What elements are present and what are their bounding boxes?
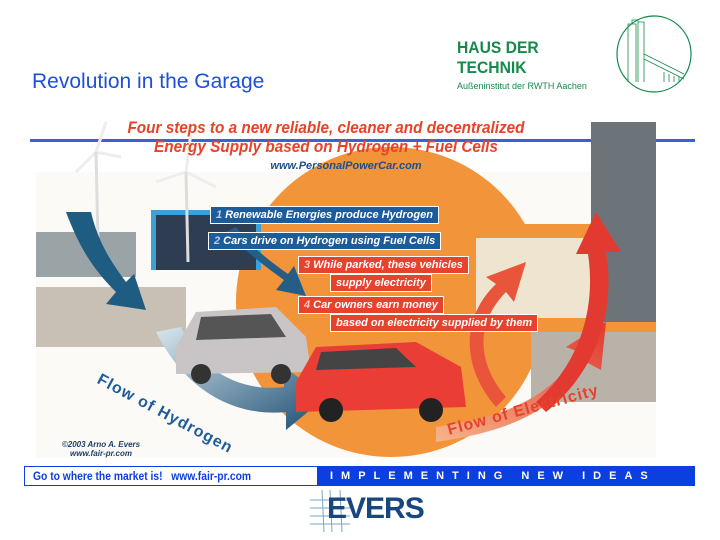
- slide-title: Revolution in the Garage: [32, 70, 265, 93]
- step-number: 1: [216, 209, 223, 221]
- step-number: 3: [304, 259, 311, 271]
- energy-supply-graphic: Four steps to a new reliable, cleaner an…: [36, 112, 656, 458]
- haus-der-technik-emblem-icon: [616, 15, 692, 93]
- evers-logo: EVERS: [305, 490, 425, 532]
- headline-line-1: Four steps to a new reliable, cleaner an…: [127, 118, 525, 137]
- copyright: ©2003 Arno A. Evers www.fair-pr.com: [36, 440, 166, 458]
- copyright-url: www.fair-pr.com: [70, 449, 132, 458]
- silver-car-icon: [176, 307, 311, 384]
- footer-slogan-text[interactable]: Go to where the market is! www.fair-pr.c…: [33, 469, 252, 483]
- red-car-icon: [296, 342, 466, 422]
- website-url: www.PersonalPowerCar.com: [270, 160, 422, 172]
- title-divider: [30, 139, 695, 142]
- footer-slogan[interactable]: Go to where the market is! www.fair-pr.c…: [25, 467, 317, 485]
- step-4-line-2: based on electricity supplied by them: [330, 314, 539, 332]
- step-text: Cars drive on Hydrogen using Fuel Cells: [223, 235, 436, 247]
- step-number: 2: [214, 235, 221, 247]
- step-text: Renewable Energies produce Hydrogen: [225, 209, 433, 221]
- copyright-text: ©2003 Arno A. Evers: [61, 440, 141, 449]
- step-text: Car owners earn money: [313, 299, 438, 311]
- evers-wordmark: EVERS: [327, 492, 425, 525]
- step-3-line-2: supply electricity: [330, 274, 432, 292]
- logo-subtitle: Außeninstitut der RWTH Aachen: [457, 81, 587, 91]
- step-number: 4: [304, 299, 311, 311]
- footer-tagline: IMPLEMENTING NEW IDEAS: [330, 470, 656, 482]
- logo-line-1: HAUS DER: [457, 38, 539, 57]
- headline-line-2: Energy Supply based on Hydrogen + Fuel C…: [154, 137, 498, 156]
- step-text: While parked, these vehicles: [313, 259, 463, 271]
- footer-banner: Go to where the market is! www.fair-pr.c…: [24, 466, 695, 486]
- logo-line-2: TECHNIK: [457, 58, 527, 77]
- evers-grid-icon: [310, 490, 350, 532]
- illustration-background: [36, 121, 656, 458]
